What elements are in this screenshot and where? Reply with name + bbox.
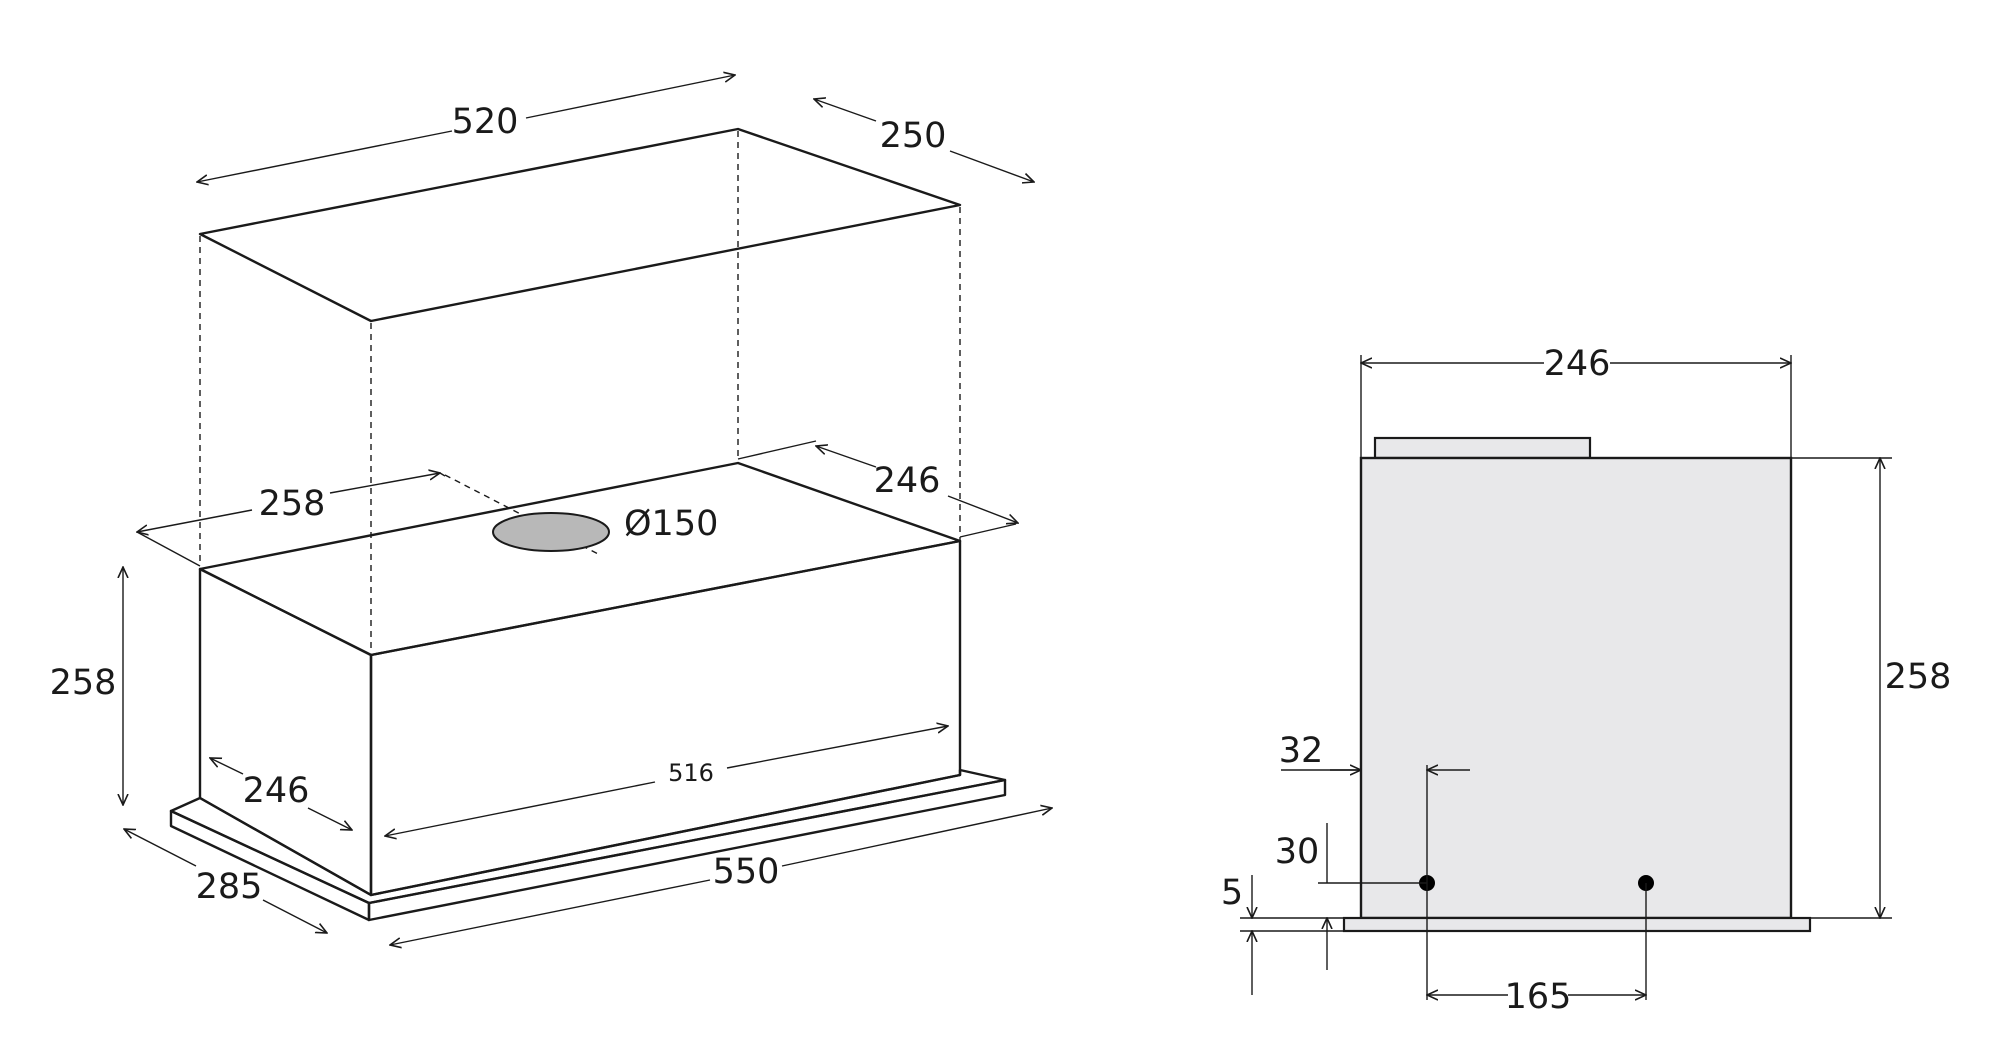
box-left-side [198,567,373,897]
dim-label-offset-x: 32 [1279,731,1324,771]
dim-line-base-depth [262,899,327,933]
dim-line-body-width [439,472,446,477]
dim-label-inner-width: 516 [668,759,714,787]
dim-line-top-depth [814,99,877,122]
side-view: 246 258 32 30 5 165 [1221,344,1952,1017]
dim-line-body-width [329,473,440,494]
dim-line-top-width [525,75,735,119]
dim-line-base-width [781,808,1052,867]
dim-line-body-width [136,531,201,567]
dim-label-duct-diameter: Ø150 [624,504,718,544]
duct-opening [492,512,610,552]
dim-label-top-depth: 250 [880,116,947,156]
dim-line-body-depth [959,523,1017,538]
dim-label-inner-depth: 246 [243,771,310,811]
dim-line-inner-depth [210,758,244,775]
dim-label-top-width: 520 [452,102,519,142]
dim-label-base-depth: 285 [196,867,263,907]
dim-label-side-width: 246 [1544,344,1611,384]
dim-label-height: 258 [50,663,117,703]
dim-line-inner-width [726,726,948,769]
dim-line-body-depth [816,446,877,468]
dim-line-base-width [390,879,711,945]
ceiling-plate [198,127,962,323]
dim-label-body-depth: 246 [874,461,941,501]
dim-label-body-width: 258 [259,484,326,524]
dim-line-top-depth [949,150,1034,182]
dim-line-inner-width [385,781,656,836]
dim-line-inner-depth [307,807,352,830]
dim-label-hole-spacing: 165 [1505,977,1572,1017]
base-plate-front [367,778,1007,922]
dim-line-body-depth [947,495,1018,523]
isometric-view: 520 250 258 246 Ø150 258 246 516 28 [50,75,1052,945]
dim-line-body-depth [737,440,817,460]
side-body [1359,456,1793,920]
base-plate-left [169,809,371,922]
dim-label-base-width: 550 [713,852,780,892]
dim-line-base-depth [124,829,197,867]
dim-label-hole-height: 30 [1275,832,1320,872]
box-front [369,539,962,897]
side-base-flange [1342,916,1812,933]
dim-line-top-width [197,130,453,182]
dim-line-body-width [137,509,253,532]
dim-label-side-height: 258 [1885,657,1952,697]
duct-flange [1373,436,1592,460]
dim-label-flange: 5 [1221,873,1243,913]
